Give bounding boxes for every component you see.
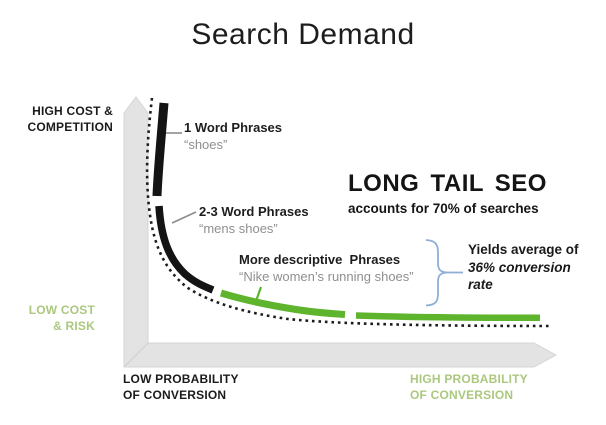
yields-line3: rate	[468, 277, 493, 292]
axis-label-low-cost: LOW COST & RISK	[8, 302, 95, 334]
yields-line1: Yields average of	[468, 242, 579, 257]
connector-2-3-word	[171, 211, 197, 224]
annotation-long-tail-seo: LONG TAIL SEO accounts for 70% of search…	[348, 170, 547, 216]
page-title: Search Demand	[191, 18, 415, 51]
annotation-2-3-word-example: “mens shoes”	[199, 221, 278, 236]
axes-corner-bevel	[123, 342, 149, 368]
annotation-descriptive-example: “Nike women’s running shoes”	[239, 269, 414, 284]
annotation-descriptive-title: More descriptive Phrases	[239, 252, 401, 267]
curve-segment-1-word	[152, 102, 169, 197]
axis-label-high-probability-line1: HIGH PROBABILITY	[410, 372, 528, 386]
yields-line2: 36% conversion	[468, 259, 571, 275]
annotation-2-3-word-phrases: 2-3 Word Phrases “mens shoes”	[199, 203, 309, 237]
long-tail-seo-title: LONG TAIL SEO	[348, 170, 547, 197]
annotation-1-word-phrases: 1 Word Phrases “shoes”	[184, 119, 282, 153]
axis-label-high-probability-line2: OF CONVERSION	[410, 388, 514, 402]
axis-label-high-cost-line2: COMPETITION	[27, 120, 113, 134]
axis-label-low-probability-line1: LOW PROBABILITY	[123, 372, 239, 386]
long-tail-seo-subtitle: accounts for 70% of searches	[348, 201, 539, 216]
curve-segment-descriptive	[219, 289, 346, 318]
curve-segment-tail	[355, 312, 541, 322]
axis-label-high-cost-line1: HIGH COST &	[32, 104, 113, 118]
annotation-1-word-title: 1 Word Phrases	[184, 120, 283, 135]
axis-label-low-cost-line2: & RISK	[53, 319, 95, 333]
brace-icon	[425, 239, 448, 307]
annotation-1-word-example: “shoes”	[184, 137, 228, 152]
connector-descriptive	[253, 286, 263, 305]
annotation-yields-average: Yields average of 36% conversion rate	[468, 241, 593, 294]
axis-label-high-cost: HIGH COST & COMPETITION	[8, 103, 113, 135]
annotation-descriptive-phrases: More descriptive Phrases “Nike women’s r…	[239, 251, 414, 285]
axis-label-low-probability-line2: OF CONVERSION	[123, 388, 227, 402]
dotted-curve	[145, 97, 550, 328]
axis-label-low-cost-line1: LOW COST	[28, 303, 95, 317]
axis-label-high-probability: HIGH PROBABILITY OF CONVERSION	[410, 371, 528, 403]
curve-segment-2-3-word	[155, 205, 215, 294]
axis-label-low-probability: LOW PROBABILITY OF CONVERSION	[123, 371, 239, 403]
annotation-2-3-word-title: 2-3 Word Phrases	[199, 204, 309, 219]
